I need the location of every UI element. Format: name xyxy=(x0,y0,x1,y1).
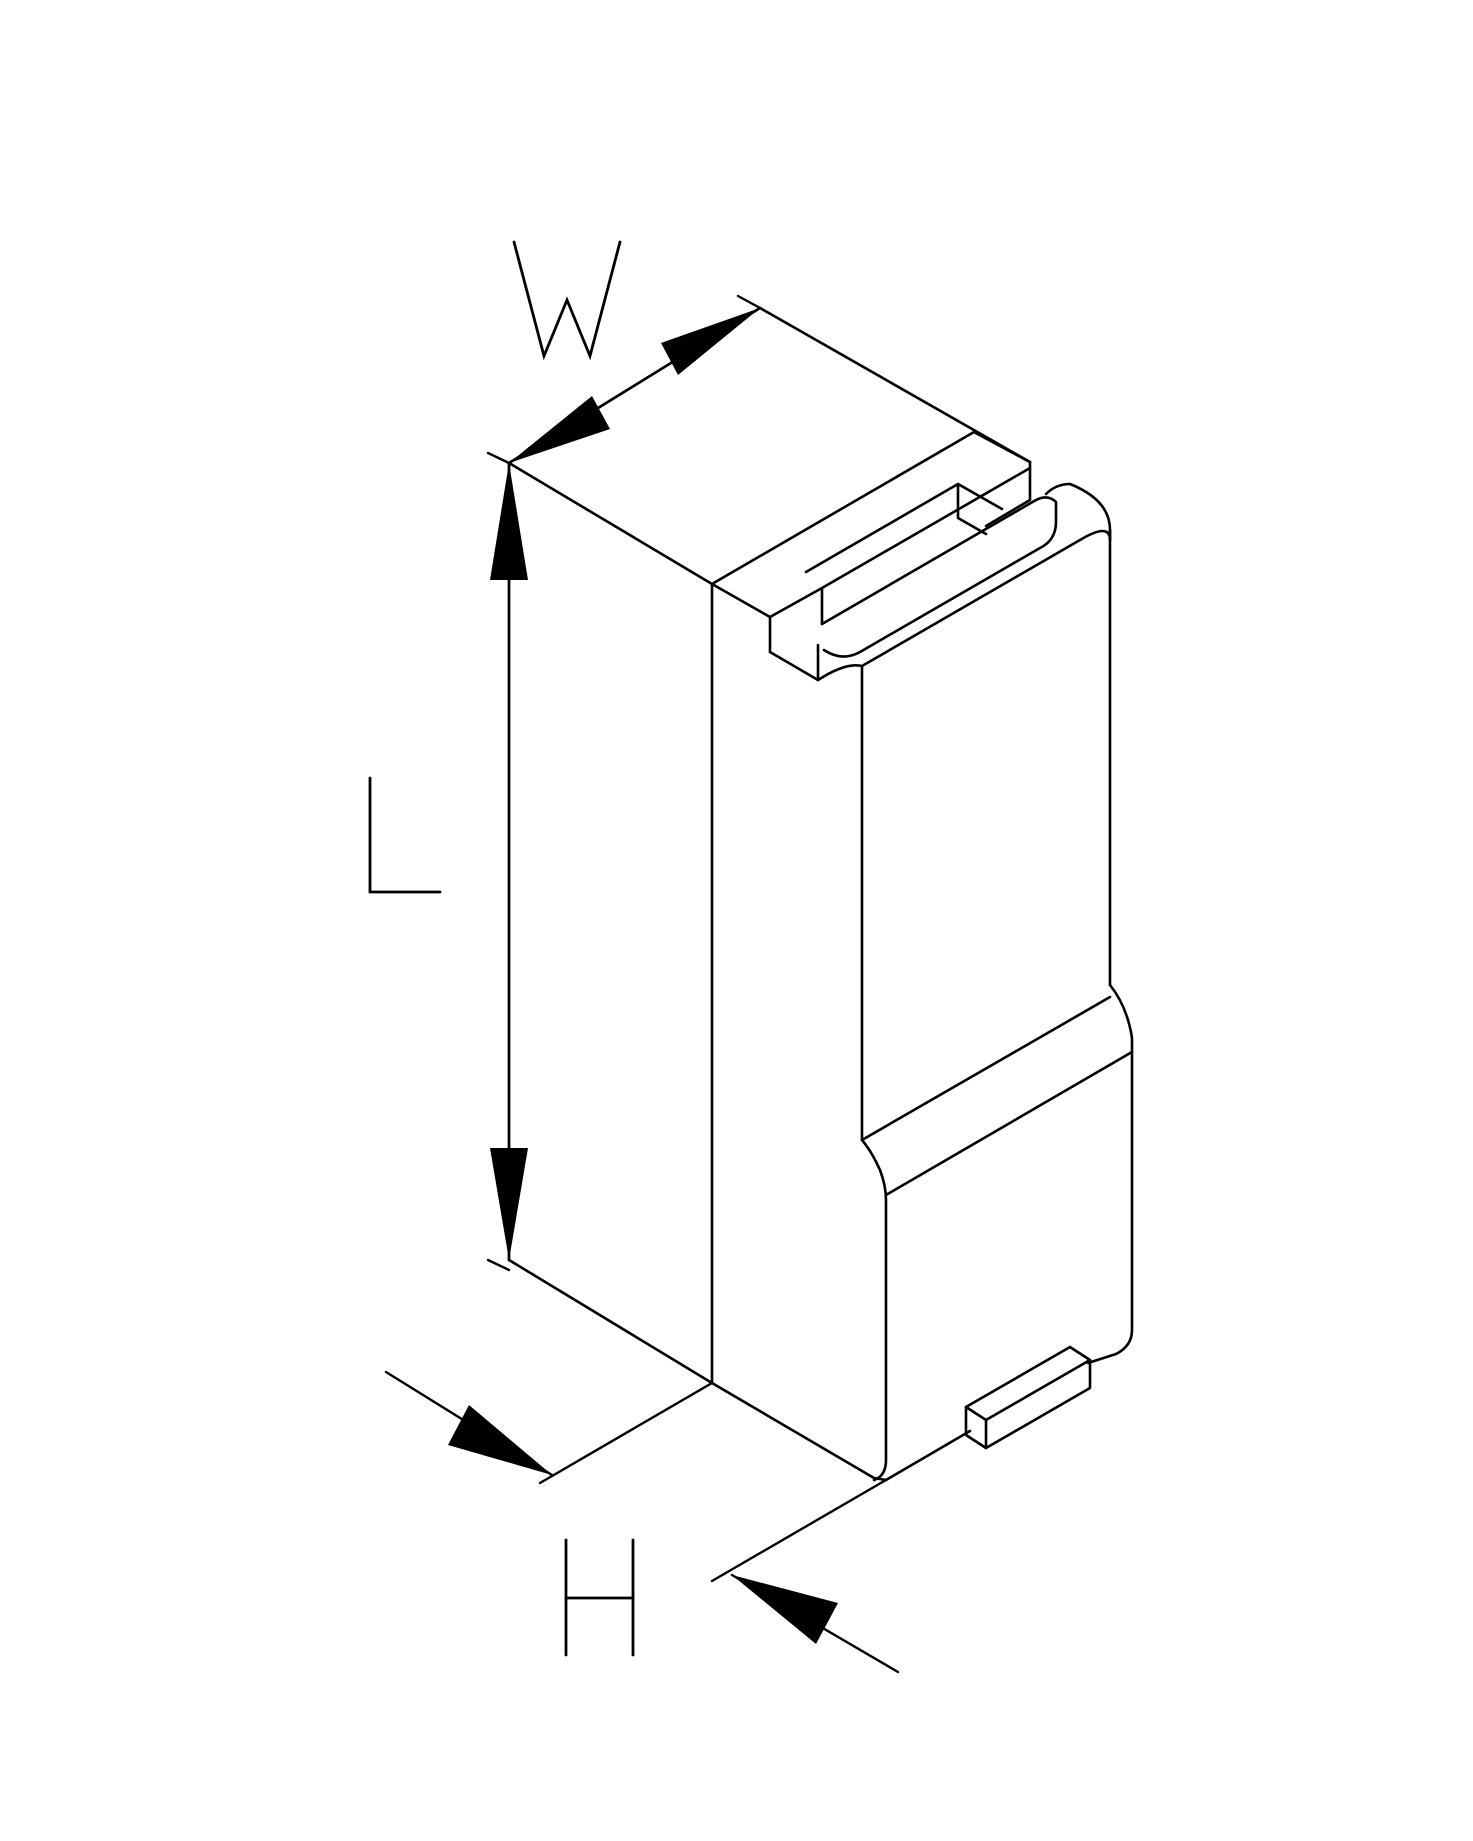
label-w-text: W xyxy=(560,299,561,301)
slot-long-edge-back xyxy=(804,482,1004,574)
bottom-tab-top xyxy=(964,1345,1092,1422)
top-face-back-edge xyxy=(758,306,1032,464)
height-extension-line-right xyxy=(710,1478,888,1583)
bottom-right-edge xyxy=(884,1429,972,1482)
width-arrow-right xyxy=(661,308,760,375)
bottom-tab-front xyxy=(964,1405,988,1450)
slot-notch-front xyxy=(768,650,820,682)
length-arrow-bottom xyxy=(490,1148,528,1260)
width-arrow-left xyxy=(509,396,610,463)
terminal-bend-lower xyxy=(860,1138,888,1482)
component-body xyxy=(507,306,1134,1482)
bottom-tab-side xyxy=(984,1358,1092,1450)
label-l-text: L xyxy=(390,839,391,841)
slot-inner-edge xyxy=(820,466,1032,590)
bend-crease-upper xyxy=(860,995,1112,1142)
dimension-height xyxy=(384,1370,900,1674)
left-face-bottom-edge xyxy=(507,1258,714,1385)
terminal-fold-top xyxy=(820,496,1058,658)
dimension-width xyxy=(486,294,764,465)
bottom-right-edge-2 xyxy=(1086,1352,1118,1365)
width-extension-line-right xyxy=(736,294,764,311)
length-arrow-top xyxy=(490,463,528,580)
slot-step-left xyxy=(710,582,772,654)
label-l-glyph xyxy=(368,776,442,894)
label-w-glyph xyxy=(512,240,622,361)
slot-notch xyxy=(768,586,824,626)
height-arrow-left xyxy=(448,1405,552,1475)
height-arrow-right xyxy=(732,1575,838,1644)
slot-upper-step xyxy=(956,482,988,536)
width-extension-line-left xyxy=(486,451,511,465)
label-h: H xyxy=(564,1538,635,1657)
label-w: W xyxy=(512,240,622,361)
length-extension-line-bottom xyxy=(486,1258,511,1272)
slot-upper-lip xyxy=(972,430,1032,528)
dimension-length xyxy=(486,461,528,1272)
bottom-front-edge xyxy=(710,1381,888,1482)
bend-crease-lower xyxy=(884,1050,1134,1197)
height-extension-line-left xyxy=(538,1381,714,1485)
label-l: L xyxy=(368,776,442,894)
left-face-top-edge xyxy=(507,461,714,586)
terminal-bend-right xyxy=(1108,983,1134,1356)
